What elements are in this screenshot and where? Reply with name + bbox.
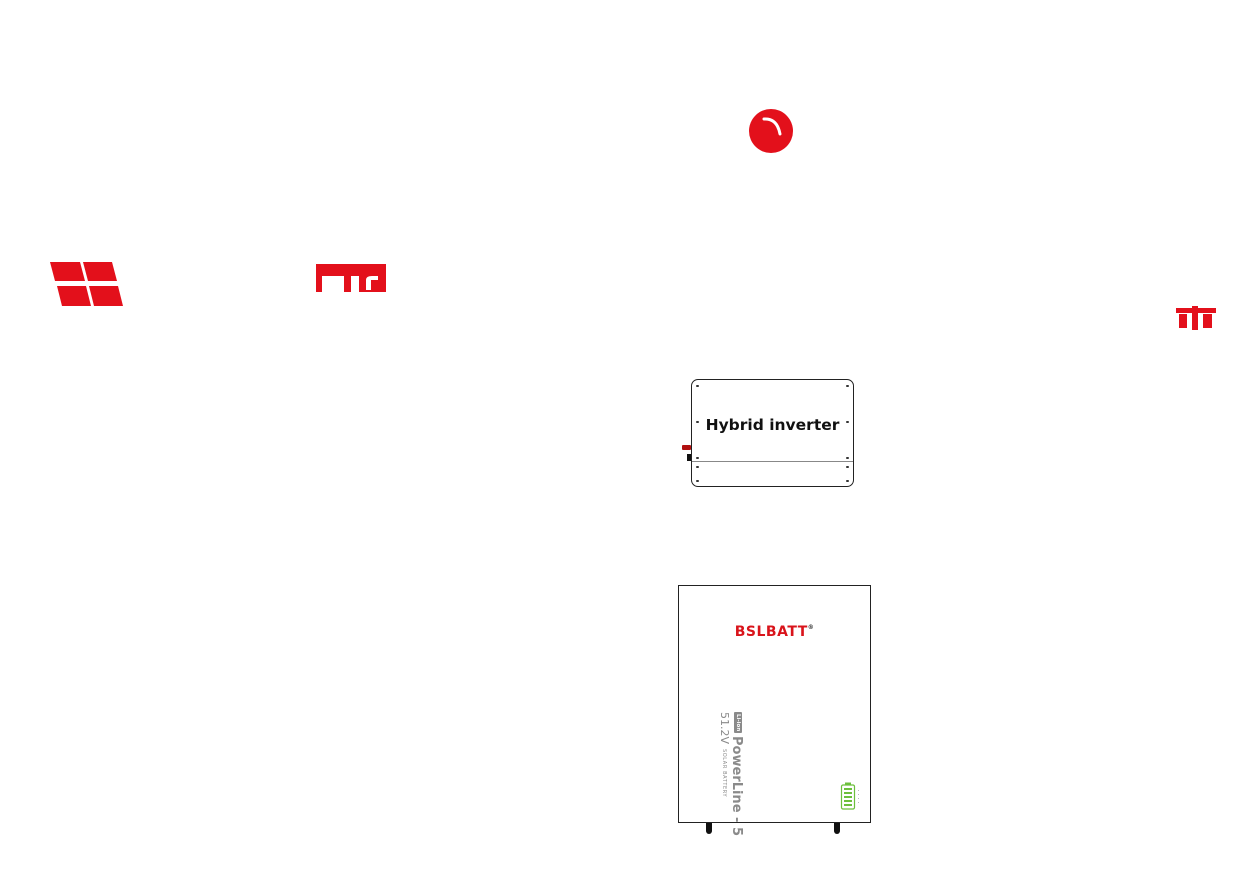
partial-red-block-icon xyxy=(316,264,386,292)
inverter-cable-red xyxy=(682,445,691,450)
battery-foot-left xyxy=(706,823,712,834)
hybrid-inverter: Hybrid inverter xyxy=(691,379,854,487)
inverter-cable-black xyxy=(687,454,692,461)
brand-name: BSLBATT xyxy=(734,624,808,640)
status-ball-icon xyxy=(749,109,793,153)
battery-subtitle: SOLAR BATTERY xyxy=(721,749,727,798)
brand-logo: BSLBATT® xyxy=(679,624,870,640)
inverter-divider xyxy=(692,461,853,462)
brand-registered-mark: ® xyxy=(807,624,815,631)
battery-voltage: 51.2V xyxy=(718,712,731,745)
solar-panel-icon xyxy=(50,262,123,306)
inverter-label: Hybrid inverter xyxy=(705,416,840,434)
grid-tower-icon xyxy=(1176,306,1216,330)
solar-battery: BSLBATT® Li-ion PowerLine - 5 51.2V SOLA… xyxy=(678,585,871,836)
battery-chemistry-badge: Li-ion xyxy=(734,712,742,734)
battery-level-icon xyxy=(840,782,859,810)
battery-foot-right xyxy=(834,823,840,834)
battery-model: PowerLine - 5 xyxy=(729,736,744,837)
battery-vertical-label: Li-ion PowerLine - 5 51.2V SOLAR BATTERY xyxy=(717,712,744,836)
